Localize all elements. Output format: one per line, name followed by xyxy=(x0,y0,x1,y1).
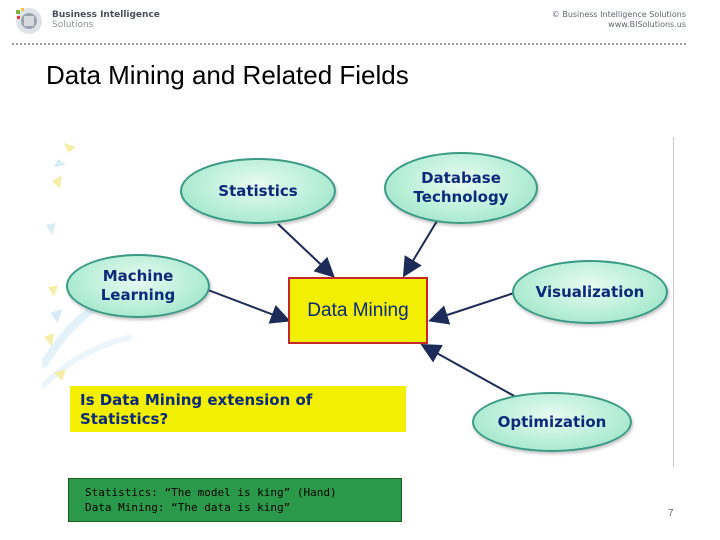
arrow-optimization xyxy=(420,344,517,398)
node-visualization: Visualization xyxy=(512,260,668,324)
node-optimization-label: Optimization xyxy=(497,412,607,431)
slide-title: Data Mining and Related Fields xyxy=(46,60,409,90)
arrow-machine-learning xyxy=(207,289,291,324)
node-database-technology: Database Technology xyxy=(384,152,538,224)
quote-box: Statistics: “The model is king” (Hand) Da… xyxy=(68,478,402,522)
copyright-text: © Business Intelligence Solutions www.BI… xyxy=(552,10,686,30)
quote-line-1: Statistics: “The model is king” (Hand) xyxy=(85,486,337,499)
brand-name: Business Intelligence xyxy=(52,10,160,20)
slide-header: Business Intelligence Solutions © Busine… xyxy=(0,0,720,46)
node-ml-label-line2: Learning xyxy=(100,286,176,304)
website-line: www.BISolutions.us xyxy=(608,20,686,29)
quote-line-2: Data Mining: “The data is king” xyxy=(85,501,291,514)
arrow-database xyxy=(402,215,441,278)
header-divider xyxy=(12,43,686,45)
node-data-mining-label: Data Mining xyxy=(307,299,409,321)
node-database-label-line2: Technology xyxy=(413,188,509,206)
arrow-statistics xyxy=(277,223,335,278)
node-machine-learning: Machine Learning xyxy=(66,254,210,318)
brand-sub: Solutions xyxy=(52,20,94,30)
node-machine-learning-label: Machine Learning xyxy=(101,267,176,305)
node-statistics: Statistics xyxy=(180,158,336,224)
page-number: 7 xyxy=(668,508,674,519)
node-visualization-label: Visualization xyxy=(535,282,645,301)
company-logo-icon xyxy=(16,8,42,34)
question-line-1: Is Data Mining extension of xyxy=(80,391,313,409)
node-data-mining: Data Mining xyxy=(288,277,428,344)
arrow-visualization xyxy=(428,292,515,325)
node-statistics-label: Statistics xyxy=(218,181,298,200)
node-database-label: Database Technology xyxy=(414,169,509,207)
copyright-line: © Business Intelligence Solutions xyxy=(551,10,686,19)
node-optimization: Optimization xyxy=(472,392,632,452)
brand-text: Business Intelligence Solutions xyxy=(52,10,160,30)
question-line-2: Statistics? xyxy=(80,410,169,428)
node-database-label-line1: Database xyxy=(421,169,501,187)
question-box: Is Data Mining extension of Statistics? xyxy=(70,386,406,432)
node-ml-label-line1: Machine xyxy=(102,267,174,285)
